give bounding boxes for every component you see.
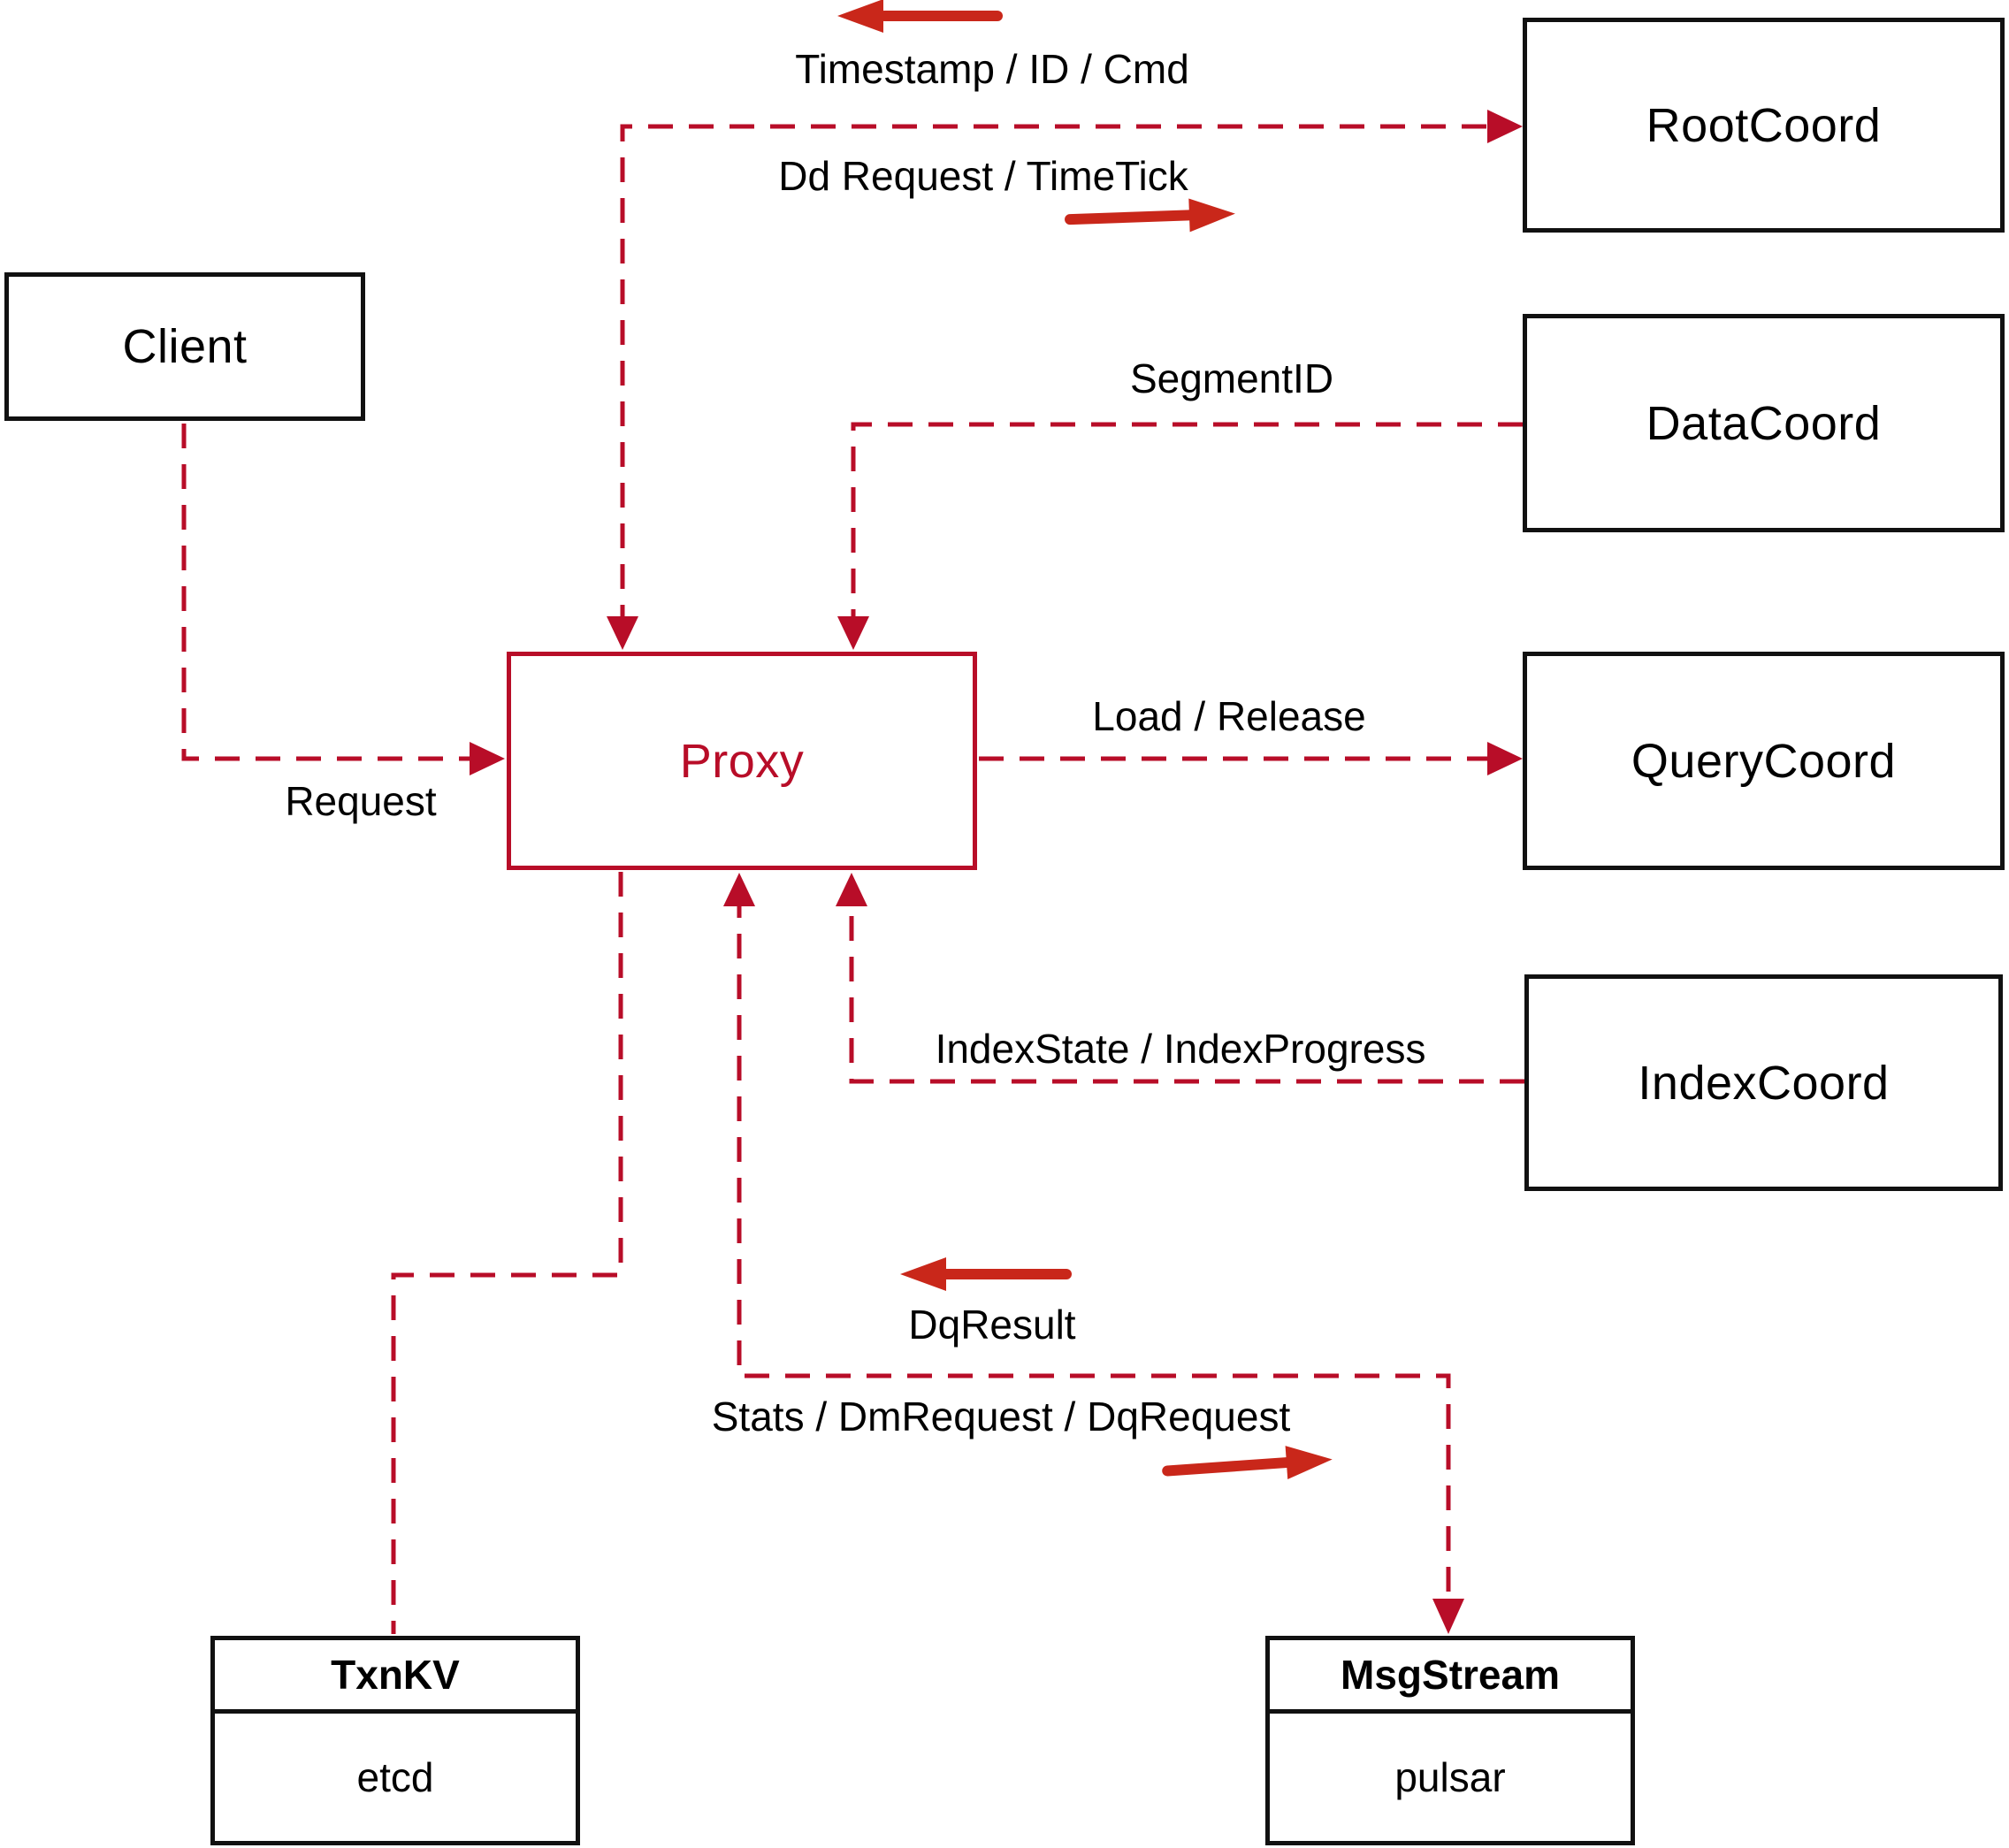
arrowhead-into-rootcoord xyxy=(1487,110,1523,143)
flow-arrow-dqresult-left xyxy=(900,1257,1072,1291)
edge-label-load-release: Load / Release xyxy=(1092,693,1366,739)
node-txnkv-subtitle: etcd xyxy=(356,1754,434,1800)
node-client-label: Client xyxy=(122,320,248,373)
connector-proxy-rootcoord xyxy=(620,124,1489,630)
connector-client-proxy xyxy=(181,424,471,761)
arrowhead-into-proxy-left xyxy=(470,742,505,775)
arrowhead-msgstream-into-proxy xyxy=(723,873,755,906)
arrowhead-indexcoord-into-proxy xyxy=(836,873,867,906)
node-datacoord-label: DataCoord xyxy=(1646,396,1882,450)
edge-label-dd-request-timetick: Dd Request / TimeTick xyxy=(778,153,1188,199)
node-querycoord: QueryCoord xyxy=(1523,652,2005,870)
node-rootcoord-label: RootCoord xyxy=(1646,98,1882,152)
node-rootcoord: RootCoord xyxy=(1523,18,2005,233)
node-proxy-label: Proxy xyxy=(679,734,805,788)
connector-datacoord-proxy xyxy=(851,422,1523,630)
node-client: Client xyxy=(4,272,365,421)
edge-label-request: Request xyxy=(285,778,437,824)
node-indexcoord: IndexCoord xyxy=(1524,974,2003,1191)
node-proxy: Proxy xyxy=(507,652,977,870)
edge-label-stats-dmrequest-dqrequest: Stats / DmRequest / DqRequest xyxy=(711,1394,1291,1439)
edge-label-dqresult: DqResult xyxy=(908,1302,1076,1348)
edge-label-indexstate-indexprogress: IndexState / IndexProgress xyxy=(935,1026,1426,1072)
edge-label-timestamp-id-cmd: Timestamp / ID / Cmd xyxy=(795,46,1189,92)
node-datacoord: DataCoord xyxy=(1523,314,2005,532)
flow-arrow-stats-right xyxy=(1162,1446,1333,1480)
node-msgstream-subtitle: pulsar xyxy=(1394,1754,1506,1800)
flow-arrow-timestamp-left xyxy=(837,0,1003,33)
node-querycoord-label: QueryCoord xyxy=(1631,734,1897,788)
connector-proxy-txnkv xyxy=(391,872,623,1634)
flow-arrow-ddrequest-right xyxy=(1065,198,1235,233)
node-msgstream-title: MsgStream xyxy=(1270,1640,1631,1714)
arrowhead-rootcoord-into-proxy xyxy=(607,616,638,650)
arrowhead-into-querycoord xyxy=(1487,742,1523,775)
arrowhead-datacoord-into-proxy xyxy=(837,616,869,650)
node-indexcoord-label: IndexCoord xyxy=(1638,1056,1890,1110)
connector-proxy-msgstream xyxy=(737,893,1451,1597)
connector-indexcoord-proxy xyxy=(849,895,1524,1084)
edge-label-segmentid: SegmentID xyxy=(1129,355,1334,401)
node-txnkv-title: TxnKV xyxy=(215,1640,576,1714)
node-txnkv: TxnKV etcd xyxy=(210,1636,580,1845)
arrowhead-into-msgstream xyxy=(1432,1599,1464,1634)
node-msgstream: MsgStream pulsar xyxy=(1265,1636,1635,1845)
